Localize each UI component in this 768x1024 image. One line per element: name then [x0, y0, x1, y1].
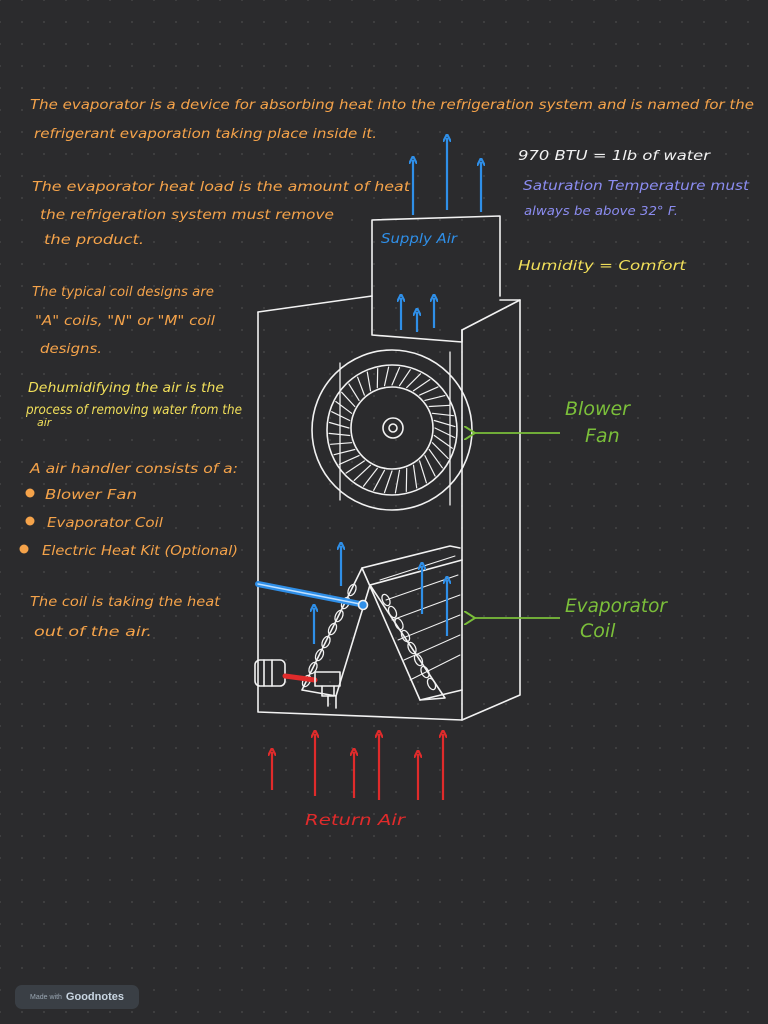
bullet-dot — [19, 544, 29, 554]
fan-blade — [419, 460, 427, 484]
goodnotes-badge[interactable]: Made with Goodnotes — [15, 985, 139, 1009]
note-coil-line1: The typical coil designs are — [32, 285, 214, 300]
fan-blade — [341, 391, 356, 408]
coil-fin-slot — [334, 609, 344, 623]
fan-blade — [391, 366, 401, 386]
fan-blade — [357, 376, 365, 396]
made-with-label: Made with — [30, 993, 62, 1001]
note-evaporator-line1: The evaporator is a device for absorbing… — [30, 98, 754, 113]
fan-blade — [406, 373, 422, 389]
fan-blade — [433, 434, 453, 449]
coil-fin-slot — [426, 677, 437, 691]
supply-plenum — [371, 215, 501, 343]
label-pointer-arrows — [474, 433, 560, 618]
fan-blade — [428, 404, 451, 408]
evaporator-coil — [301, 545, 463, 709]
coil-fin-slot — [387, 605, 398, 619]
fan-blade — [348, 383, 360, 401]
fan-blade — [383, 366, 390, 387]
fan-blade — [431, 412, 454, 417]
fan-blade — [428, 448, 443, 469]
fan-blade — [398, 369, 411, 387]
fan-blade — [434, 427, 456, 439]
fan-blade — [333, 448, 356, 456]
coil-fin-slot — [347, 583, 357, 597]
coil-fin-slot — [314, 648, 325, 662]
bullet-dot — [25, 516, 35, 526]
fan-blade — [345, 460, 365, 474]
note-dehum-line1: Dehumidifying the air is the — [28, 381, 224, 396]
fan-blade — [431, 442, 449, 460]
goodnotes-brand: Goodnotes — [65, 991, 124, 1003]
blower-fan — [311, 349, 473, 511]
fan-blade — [366, 371, 372, 392]
coil-fin-slot — [400, 629, 411, 643]
supply-air-label: Supply Air — [381, 232, 459, 247]
note-heat-load-line2: the refrigeration system must remove — [40, 208, 334, 223]
coil-fin-slot — [407, 641, 417, 655]
fan-blade — [373, 469, 386, 491]
fan-blade — [394, 469, 401, 494]
refrigerant-line — [255, 581, 369, 611]
note-dehum-line3: air — [37, 416, 53, 429]
note-coil-heat-line2: out of the air. — [34, 625, 152, 640]
handler-heading: A air handler consists of a: — [29, 462, 238, 477]
air-handler-diagram — [254, 215, 521, 721]
fan-blade — [383, 470, 393, 494]
fan-blade — [424, 455, 436, 477]
note-dehum-line2: process of removing water from the — [25, 403, 242, 418]
note-saturation-line1: Saturation Temperature must — [523, 179, 750, 194]
fan-blade — [331, 411, 351, 422]
note-humidity: Humidity = Comfort — [518, 259, 687, 274]
fan-blade — [362, 467, 378, 487]
fan-blade — [433, 419, 456, 428]
note-heat-load-line1: The evaporator heat load is the amount o… — [32, 180, 411, 195]
note-coil-line3: designs. — [40, 342, 102, 357]
blower-fan-label-line1: Blower — [565, 398, 631, 420]
blower-fan-label-line2: Fan — [585, 425, 620, 447]
note-btu: 970 BTU = 1lb of water — [518, 149, 712, 164]
supply-air-arrows — [314, 138, 481, 644]
fan-blade — [328, 432, 351, 437]
evaporator-coil-label-line1: Evaporator — [565, 595, 668, 617]
evaporator-coil-label-line2: Coil — [580, 620, 616, 642]
note-saturation-line2: always be above 32° F. — [524, 204, 678, 218]
fan-blade — [412, 379, 431, 392]
note-evaporator-line2: refrigerant evaporation taking place ins… — [34, 127, 377, 142]
coil-fin-slot — [321, 635, 331, 649]
coil-fin-slot — [308, 661, 318, 675]
fan-blade — [335, 400, 353, 414]
note-heat-load-line3: the product. — [44, 233, 144, 248]
drain-valve — [254, 659, 341, 707]
fan-blade — [419, 386, 439, 396]
coil-fin-slot — [327, 622, 338, 636]
note-coil-heat-line1: The coil is taking the heat — [30, 595, 221, 610]
handler-item-evaporator: Evaporator Coil — [47, 516, 163, 531]
fan-blade — [338, 455, 360, 465]
note-coil-line2: "A" coils, "N" or "M" coil — [35, 314, 215, 329]
bullet-dot — [25, 488, 35, 498]
cabinet-front — [257, 311, 463, 721]
fan-blade — [424, 395, 446, 401]
fan-blade — [412, 464, 418, 489]
cabinet-side — [257, 295, 521, 721]
return-air-label: Return Air — [305, 811, 406, 829]
fan-blade — [328, 421, 350, 429]
fan-blade — [353, 464, 372, 481]
handler-item-blower: Blower Fan — [45, 488, 137, 503]
return-air-arrows — [272, 734, 443, 800]
handler-item-heat-kit: Electric Heat Kit (Optional) — [42, 544, 238, 559]
fan-blade — [330, 442, 353, 445]
